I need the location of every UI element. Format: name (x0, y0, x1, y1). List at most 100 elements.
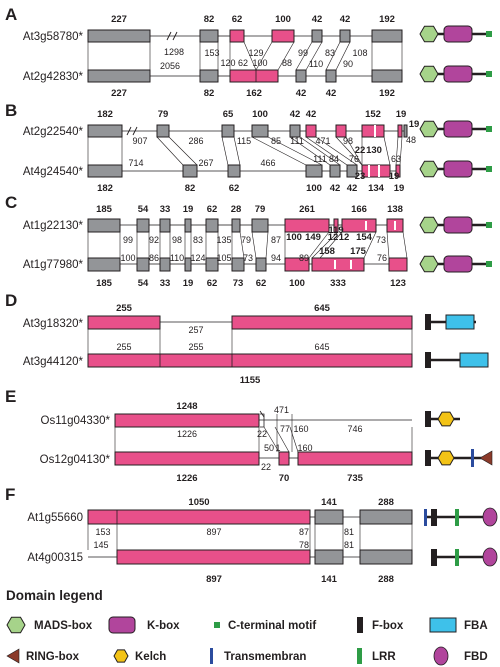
exon (199, 69, 219, 83)
c-terminal-motif (486, 261, 492, 267)
exon (87, 218, 121, 233)
label: 153 (95, 527, 110, 537)
k-box-icon (108, 616, 136, 634)
exon (229, 69, 279, 83)
exon (227, 164, 241, 178)
label: 111 (290, 136, 304, 146)
homology-connector (168, 136, 198, 166)
kelch-icon (113, 649, 129, 663)
k-box-domain (443, 65, 473, 83)
homology-connector (308, 231, 330, 259)
label: 1226 (177, 429, 197, 439)
label: 22 (261, 462, 271, 472)
label: 78 (299, 540, 309, 550)
gene-name: At3g18320* (23, 318, 84, 330)
label: 22 (355, 145, 366, 156)
label: 65 (223, 109, 234, 120)
exon (251, 218, 269, 233)
label: 70 (279, 473, 290, 484)
homology-connector (239, 231, 245, 259)
homology-connector (265, 231, 269, 259)
exon-gap-mark (378, 165, 380, 177)
label: 257 (188, 325, 203, 335)
fba-domain (459, 352, 489, 368)
f-box-domain (425, 314, 431, 330)
mads-box-domain (419, 255, 439, 273)
mads-box-icon (6, 616, 26, 634)
label: 145 (93, 540, 108, 550)
label: 19 (183, 278, 194, 289)
legend-label: MADS-box (34, 620, 93, 632)
homology-connector (289, 426, 299, 453)
panel-letter: E (5, 387, 16, 406)
label: 63 (391, 154, 401, 164)
label: 897 (206, 574, 222, 585)
exon (231, 257, 245, 272)
label: 141 (321, 497, 338, 508)
exon (297, 451, 413, 466)
label: 54 (138, 278, 149, 289)
label: 124 (190, 253, 205, 263)
homology-connector (315, 136, 358, 166)
exon (305, 164, 323, 178)
transmembrane-icon (210, 648, 213, 664)
exon (231, 218, 241, 233)
label: 466 (260, 158, 275, 168)
f-box-domain (431, 509, 437, 526)
label: 62 (207, 278, 218, 289)
label: 100 (252, 109, 268, 120)
label: 1248 (176, 401, 197, 412)
label: 42 (340, 14, 351, 25)
exon (156, 124, 170, 138)
exon-gap-mark (334, 260, 336, 269)
label: 471 (315, 136, 330, 146)
label: 19 (396, 109, 407, 120)
exon (114, 451, 260, 466)
ring-box-icon (6, 648, 20, 664)
label: 73 (376, 235, 386, 245)
label: 42 (330, 183, 341, 194)
transmembrane-domain (424, 509, 427, 526)
exon-gap-mark (394, 221, 396, 230)
homology-connector (263, 426, 280, 453)
exon-gap-mark (368, 165, 370, 177)
homology-connector (325, 41, 341, 71)
label: 98 (172, 235, 182, 245)
exon (395, 164, 401, 178)
label: 73 (233, 278, 244, 289)
label: 100 (306, 183, 322, 194)
exon (325, 69, 337, 83)
exon (311, 257, 365, 272)
gene-name: At1g55660 (27, 512, 83, 524)
c-terminal-motif-icon (214, 622, 220, 628)
panel-letter: F (5, 485, 15, 504)
label: 108 (352, 48, 367, 58)
exon (182, 164, 198, 178)
kelch-domain (437, 411, 455, 427)
exon-gap-mark (374, 125, 376, 137)
label: 79 (255, 204, 266, 215)
label: 42 (306, 109, 317, 120)
legend-label: K-box (147, 620, 180, 632)
homology-connector (399, 136, 403, 166)
homology-connector (335, 136, 363, 166)
gene-name: Os11g04330* (41, 415, 111, 427)
exon (87, 29, 151, 43)
exon (221, 124, 235, 138)
exon (311, 29, 323, 43)
label: 19 (409, 119, 420, 130)
gene-name: At3g44120* (23, 356, 84, 368)
label: 81 (344, 540, 354, 550)
exon (271, 29, 295, 43)
label: 92 (149, 235, 159, 245)
label: 76 (377, 253, 387, 263)
label: 162 (246, 88, 262, 99)
label: 185 (96, 204, 113, 215)
legend-label: Kelch (135, 651, 166, 663)
exon (87, 164, 123, 178)
label: 120 (220, 58, 235, 68)
exon (359, 549, 413, 565)
fbd-domain (482, 507, 498, 527)
label: 746 (347, 424, 362, 434)
